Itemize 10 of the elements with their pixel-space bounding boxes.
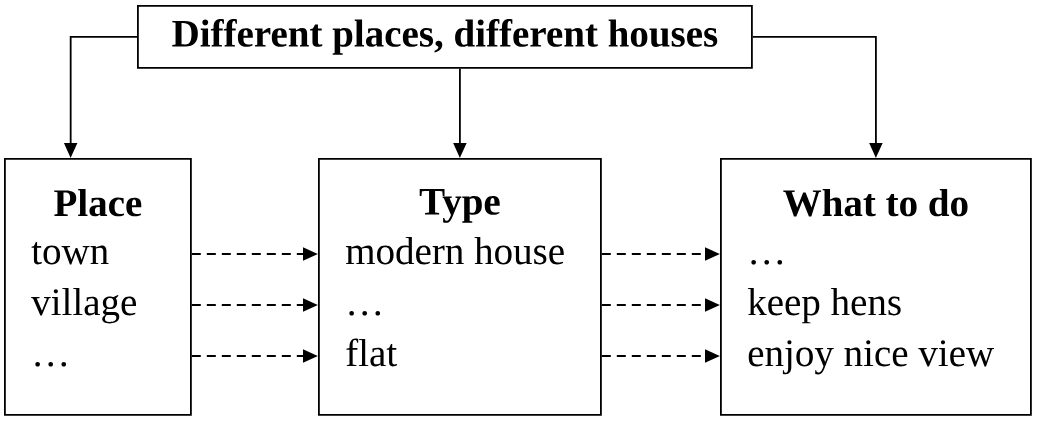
- list-item: flat: [346, 338, 397, 367]
- list-item: village: [31, 287, 136, 324]
- list-item: enjoy nice view: [748, 340, 994, 375]
- list-item: keep hens: [747, 287, 901, 324]
- list-item: town: [31, 242, 109, 265]
- list-item: …: [751, 259, 783, 265]
- list-item: …: [349, 310, 381, 316]
- list-item: modern house: [346, 236, 564, 265]
- list-item: …: [35, 361, 67, 367]
- title-box: Different places, different houses: [137, 5, 753, 69]
